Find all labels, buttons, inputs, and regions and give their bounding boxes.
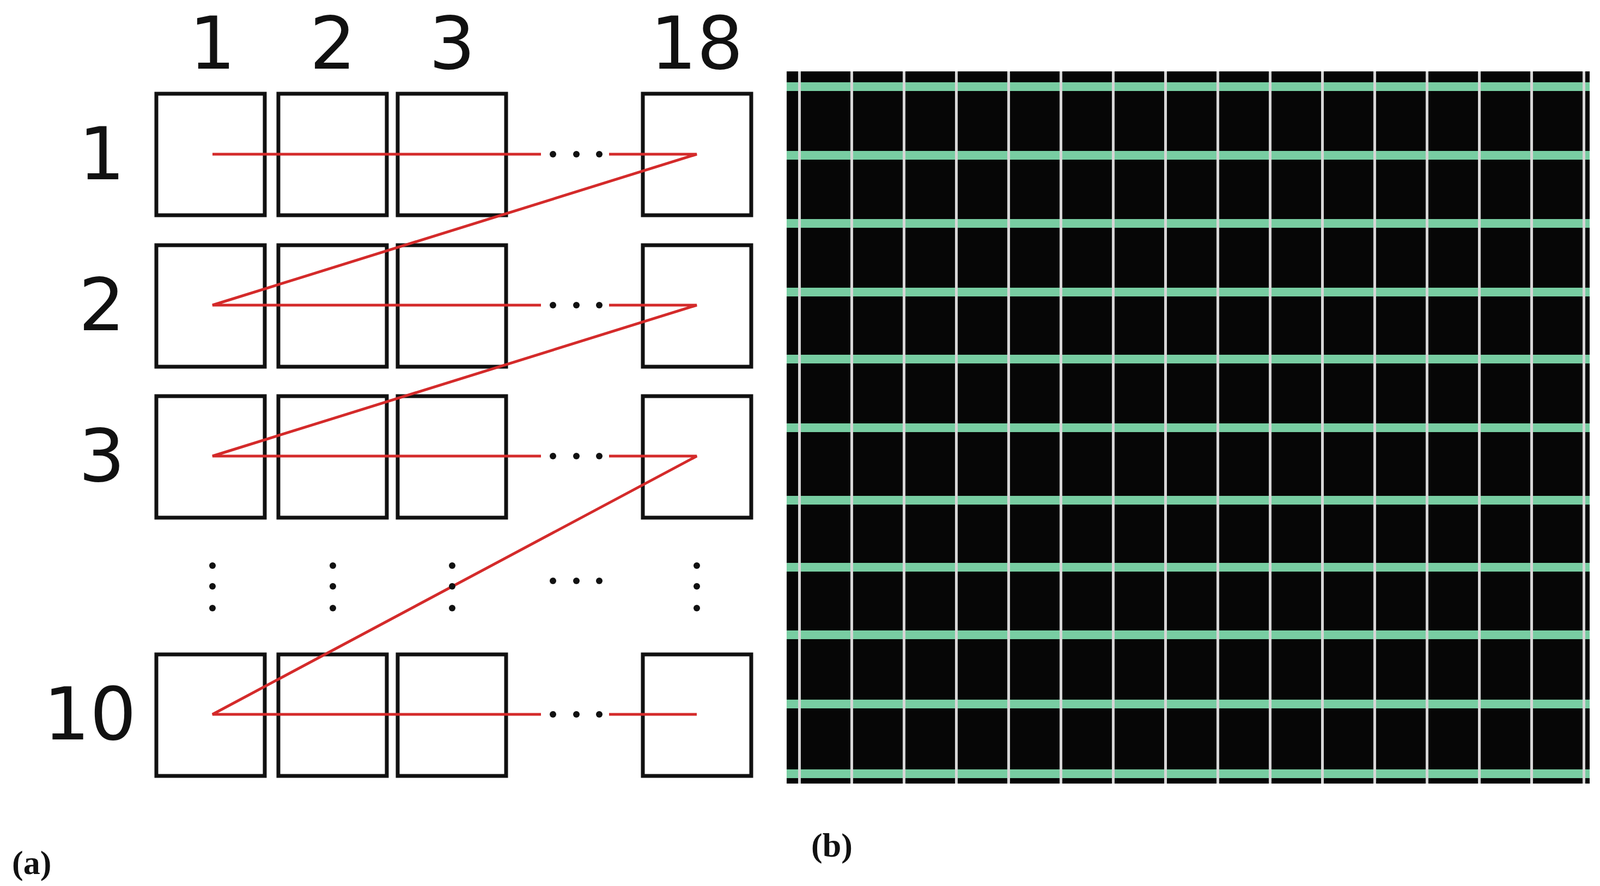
scan-path — [212, 154, 697, 715]
ellipsis-dots — [209, 150, 701, 718]
column-number: 3 — [428, 7, 476, 81]
column-number: 18 — [650, 7, 744, 81]
panel-label: (b) — [811, 828, 853, 862]
square-grid — [156, 93, 752, 776]
column-number: 1 — [189, 7, 236, 81]
row-number: 3 — [78, 419, 125, 493]
column-number: 2 — [309, 7, 356, 81]
row-number: 1 — [78, 117, 125, 191]
row-number: 2 — [78, 268, 125, 342]
panel-label: (a) — [11, 845, 52, 880]
sensor-photo — [786, 71, 1590, 784]
row-number: 10 — [43, 677, 137, 751]
